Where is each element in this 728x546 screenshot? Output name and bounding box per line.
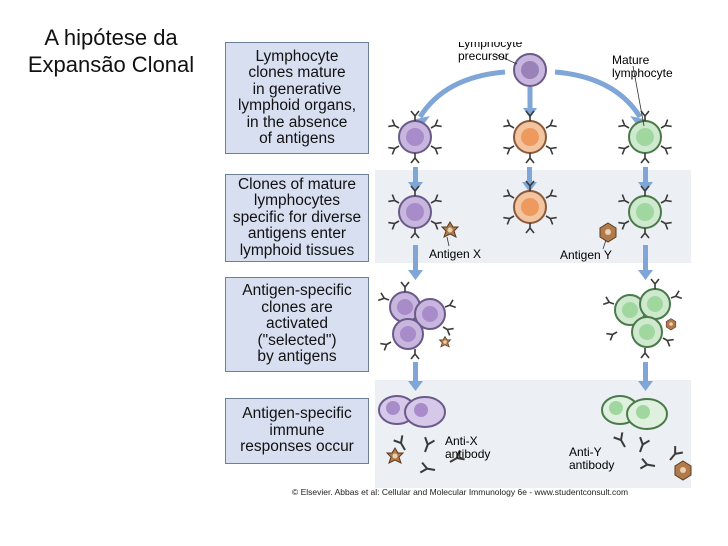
antigen-x-icon	[441, 221, 459, 238]
clonal-selection-diagram: Lymphocyte clones mature in generative l…	[225, 42, 695, 492]
vertical-arrows	[408, 167, 653, 391]
label-antigen-y: Antigen Y	[560, 248, 612, 262]
label-mature-1: Mature	[612, 53, 650, 67]
step-text-2: Clones of mature lymphocytes specific fo…	[232, 175, 362, 259]
label-anti-x-2: antibody	[445, 447, 490, 461]
row1-cell-green	[617, 110, 673, 164]
step-text-3: Antigen-specific clones are activated ("…	[242, 282, 352, 366]
row2-cell-purple	[387, 185, 443, 239]
row4-plasma-green	[601, 395, 668, 430]
row2-cell-orange	[502, 180, 558, 234]
step-box-2: Clones of mature lymphocytes specific fo…	[225, 174, 369, 262]
label-mature-2: lymphocyte	[612, 66, 673, 80]
label-anti-x-1: Anti-X	[445, 434, 478, 448]
label-anti-y-1: Anti-Y	[569, 445, 602, 459]
row2-cell-green	[617, 185, 673, 239]
step-box-3: Antigen-specific clones are activated ("…	[225, 277, 369, 372]
label-precursor-1: Lymphocyte	[458, 42, 523, 50]
step-text-1: Lymphocyte clones mature in generative l…	[237, 47, 357, 147]
antigen-y-icon	[599, 222, 617, 243]
credit-line: © Elsevier. Abbas et al: Cellular and Mo…	[292, 487, 629, 497]
precursor-arrows	[417, 69, 643, 119]
label-antigen-x: Antigen X	[429, 247, 481, 261]
diagram-art: Lymphocyte precursor Mature lymphocyte A…	[377, 42, 692, 481]
row3-cluster-purple	[377, 281, 457, 360]
label-pointers	[446, 53, 645, 250]
label-precursor-2: precursor	[458, 49, 509, 63]
precursor-cell	[513, 53, 547, 87]
step-box-1: Lymphocyte clones mature in generative l…	[225, 42, 369, 154]
step-box-4: Antigen-specific immune responses occur	[225, 398, 369, 464]
slide-title-line1: A hipótese da	[44, 25, 178, 50]
row3-cluster-green	[602, 278, 683, 359]
row4-plasma-purple	[378, 395, 446, 428]
slide-title: A hipótese da Expansão Clonal	[8, 24, 214, 78]
step-text-4: Antigen-specific immune responses occur	[240, 405, 354, 456]
anti-y-antibodies	[612, 431, 692, 481]
row1-cell-purple	[387, 110, 443, 164]
label-anti-y-2: antibody	[569, 458, 614, 472]
slide-title-line2: Expansão Clonal	[27, 52, 195, 77]
row1-cell-orange	[502, 110, 558, 164]
